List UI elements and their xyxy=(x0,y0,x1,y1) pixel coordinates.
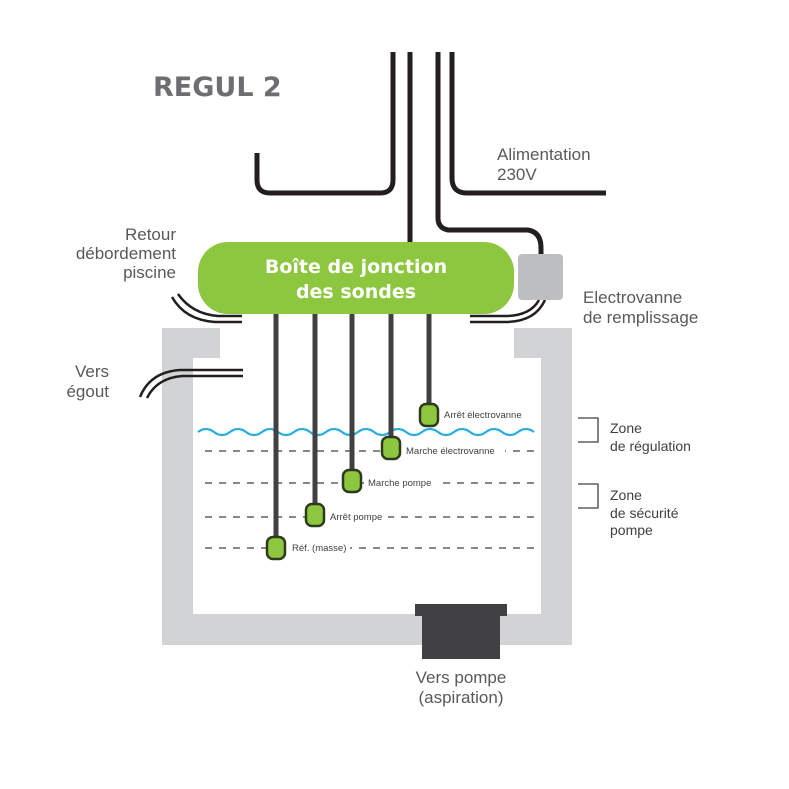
pipe-retour-2 xyxy=(176,293,242,318)
junction-box-line1: Boîte de jonction xyxy=(265,256,447,278)
zone-label: pompe xyxy=(610,522,653,538)
probe-label: Marche électrovanne xyxy=(406,446,495,457)
junction-box-shape xyxy=(198,242,514,314)
pipe-retour-1 xyxy=(170,296,242,324)
probe-arret-pompe xyxy=(304,502,326,528)
zone-label: Zone xyxy=(610,420,642,436)
probe-ref-masse xyxy=(265,535,287,561)
level-lines xyxy=(205,450,537,549)
junction-box: Boîte de jonction des sondes xyxy=(198,242,514,314)
probe-label: Marche pompe xyxy=(368,478,431,489)
label-egout: égout xyxy=(66,382,109,401)
zone-brackets xyxy=(578,417,599,509)
zone-bracket-regulation xyxy=(578,417,599,443)
label-alimentation: Alimentation xyxy=(497,145,591,164)
label-electrovanne: de remplissage xyxy=(583,308,698,327)
zone-label: Zone xyxy=(610,487,642,503)
water-surface xyxy=(197,427,535,437)
cable-electrovanne xyxy=(435,52,544,258)
probe-marche-electrovanne xyxy=(380,435,402,461)
label-electrovanne: Electrovanne xyxy=(583,288,682,307)
label-retour: piscine xyxy=(123,263,176,282)
probe-label: Arrêt électrovanne xyxy=(444,410,522,421)
pump-outlet xyxy=(415,604,507,659)
pipes xyxy=(138,293,547,399)
probe-marche-pompe xyxy=(341,468,363,494)
label-alimentation: 230V xyxy=(497,165,537,184)
probe-label: Arrêt pompe xyxy=(330,512,382,523)
electrovanne-box xyxy=(518,254,563,300)
pipe-ev-2 xyxy=(470,299,541,318)
cable-alimentation xyxy=(449,52,606,196)
zone-bracket-securite xyxy=(578,483,599,509)
junction-box-line2: des sondes xyxy=(296,281,416,303)
label-retour: Retour xyxy=(125,225,176,244)
cables xyxy=(254,52,606,258)
label-pompe: (aspiration) xyxy=(418,688,503,707)
probes xyxy=(265,402,440,561)
probe-wires xyxy=(273,314,432,537)
pipe-egout-1 xyxy=(138,368,243,398)
probe-arret-electrovanne xyxy=(418,402,440,428)
label-egout: Vers xyxy=(75,362,109,381)
zone-label: de régulation xyxy=(610,438,691,454)
probe-label: Réf. (masse) xyxy=(292,543,346,554)
label-retour: débordement xyxy=(76,244,176,263)
zone-label: de sécurité xyxy=(610,505,679,521)
pipe-egout-2 xyxy=(145,374,243,399)
pipe-ev-1 xyxy=(470,299,547,324)
diagram-title: REGUL 2 xyxy=(153,72,282,103)
label-pompe: Vers pompe xyxy=(416,668,507,687)
cable-left-loop xyxy=(254,52,396,196)
